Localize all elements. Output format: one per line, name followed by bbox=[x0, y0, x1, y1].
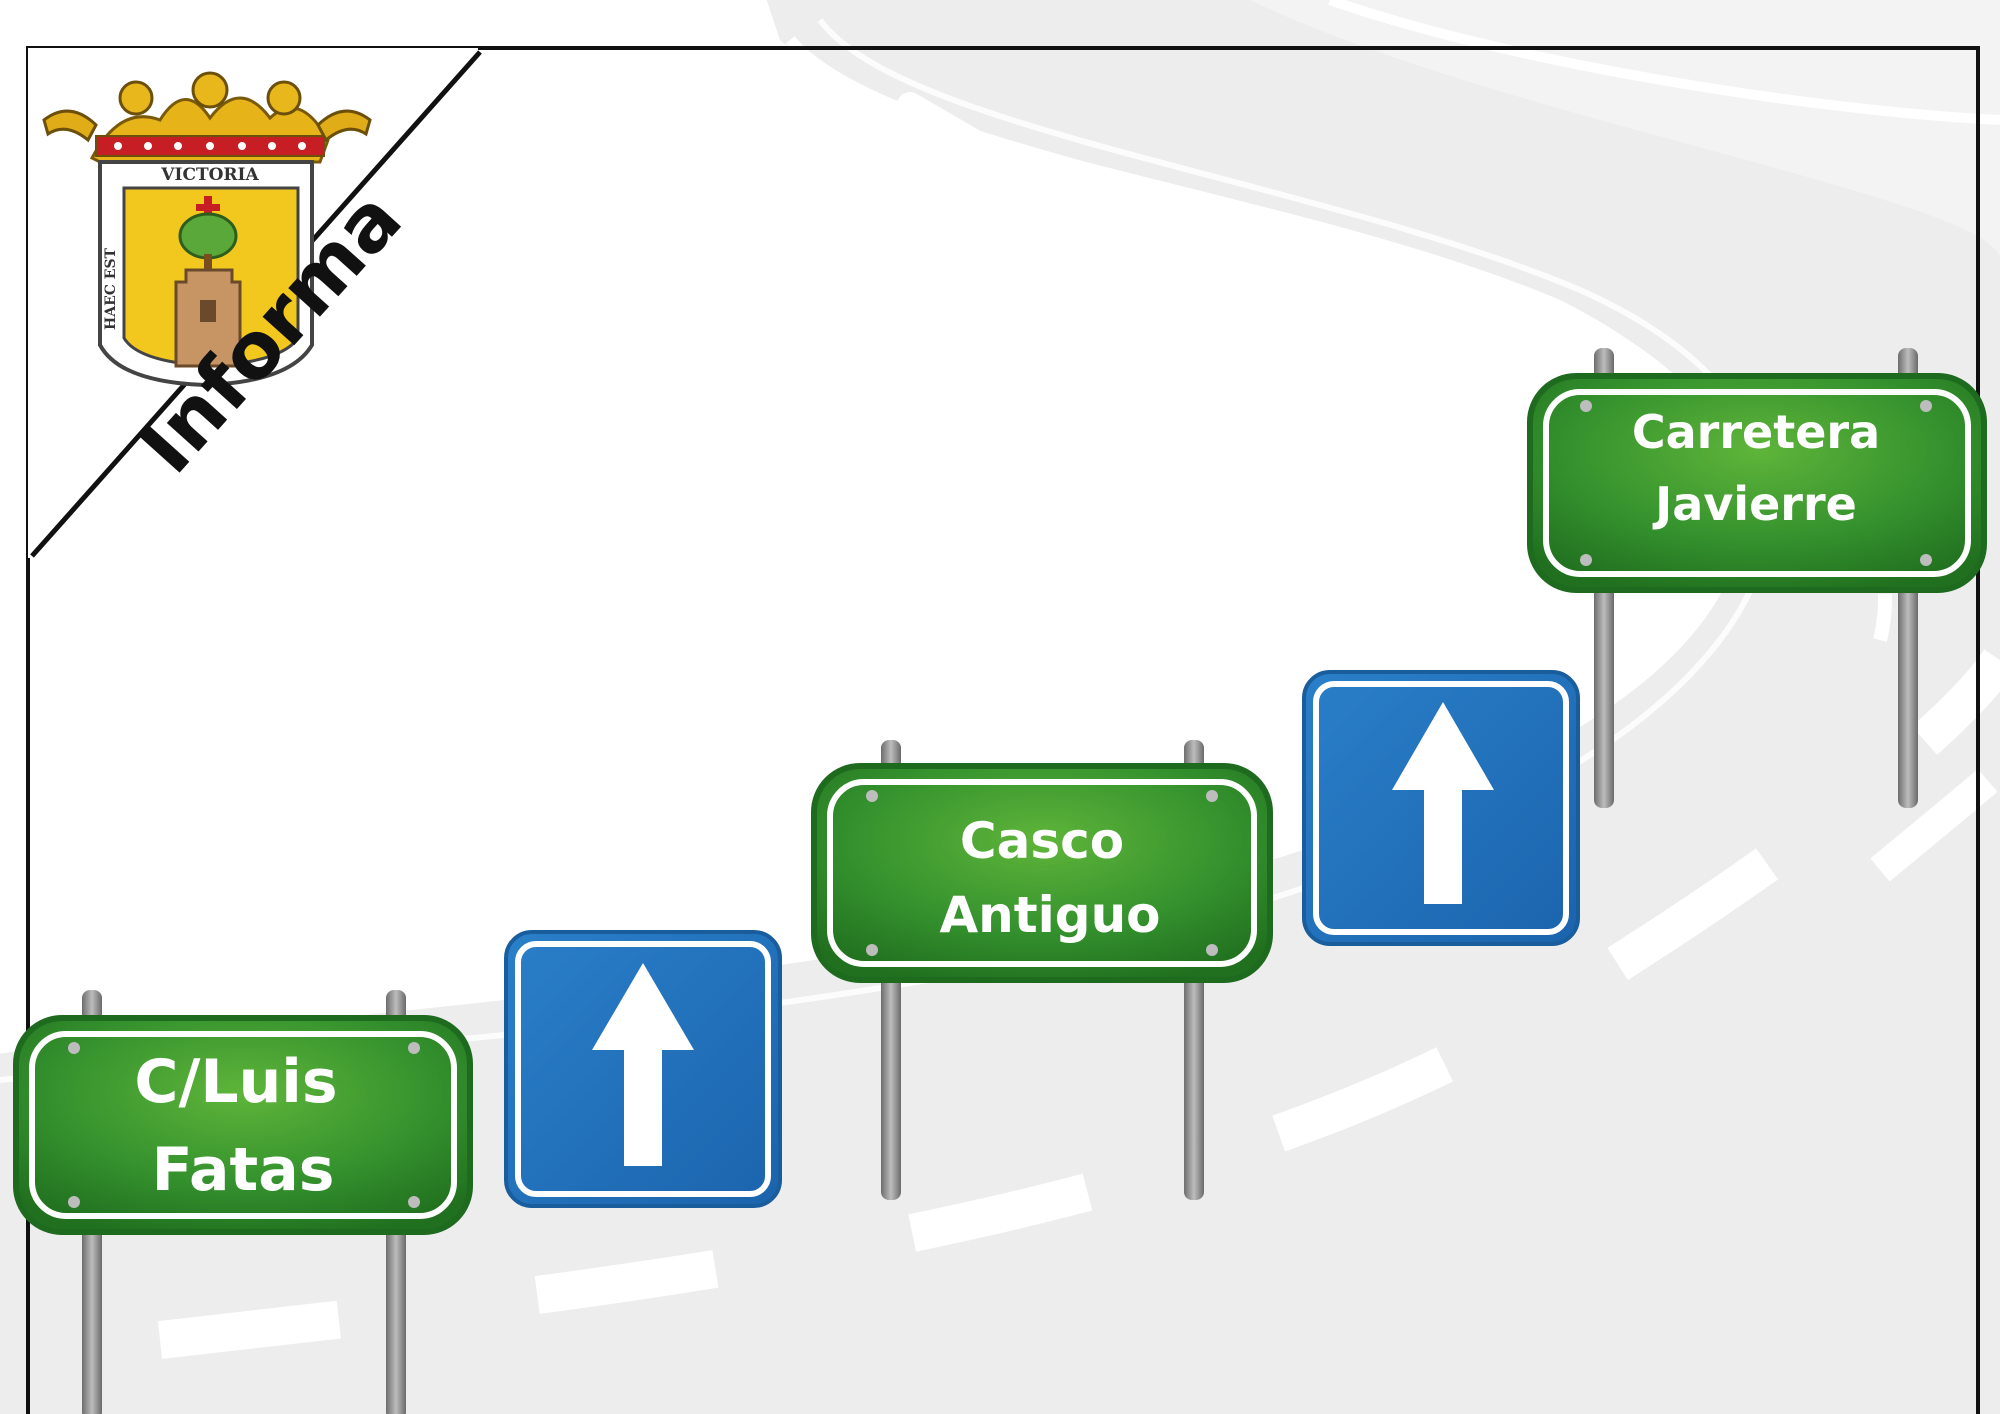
crest-motto-top: VICTORIA bbox=[160, 165, 259, 185]
street-sign-3: Carretera Javierre bbox=[1527, 348, 1987, 808]
sign-1-line-2: Fatas bbox=[152, 1135, 335, 1205]
crest-motto-side: HAEC EST bbox=[103, 247, 119, 330]
one-way-sign-2 bbox=[1302, 670, 1580, 946]
frame-border bbox=[26, 46, 1980, 1414]
one-way-arrow-up-icon bbox=[592, 963, 694, 1166]
street-sign-2: Casco Antiguo bbox=[811, 740, 1273, 1200]
one-way-arrow-up-icon bbox=[1392, 702, 1494, 904]
one-way-sign-1 bbox=[504, 930, 782, 1208]
sign-2-line-2: Antiguo bbox=[939, 886, 1160, 944]
street-sign-1: C/Luis Fatas bbox=[13, 990, 473, 1414]
crest-emblem: VICTORIA HAEC EST bbox=[42, 71, 372, 388]
sign-2-line-1: Casco bbox=[960, 812, 1124, 870]
sign-3-line-2: Javierre bbox=[1652, 477, 1857, 531]
sign-3-line-1: Carretera bbox=[1632, 405, 1880, 459]
sign-1-line-1: C/Luis bbox=[134, 1047, 337, 1117]
